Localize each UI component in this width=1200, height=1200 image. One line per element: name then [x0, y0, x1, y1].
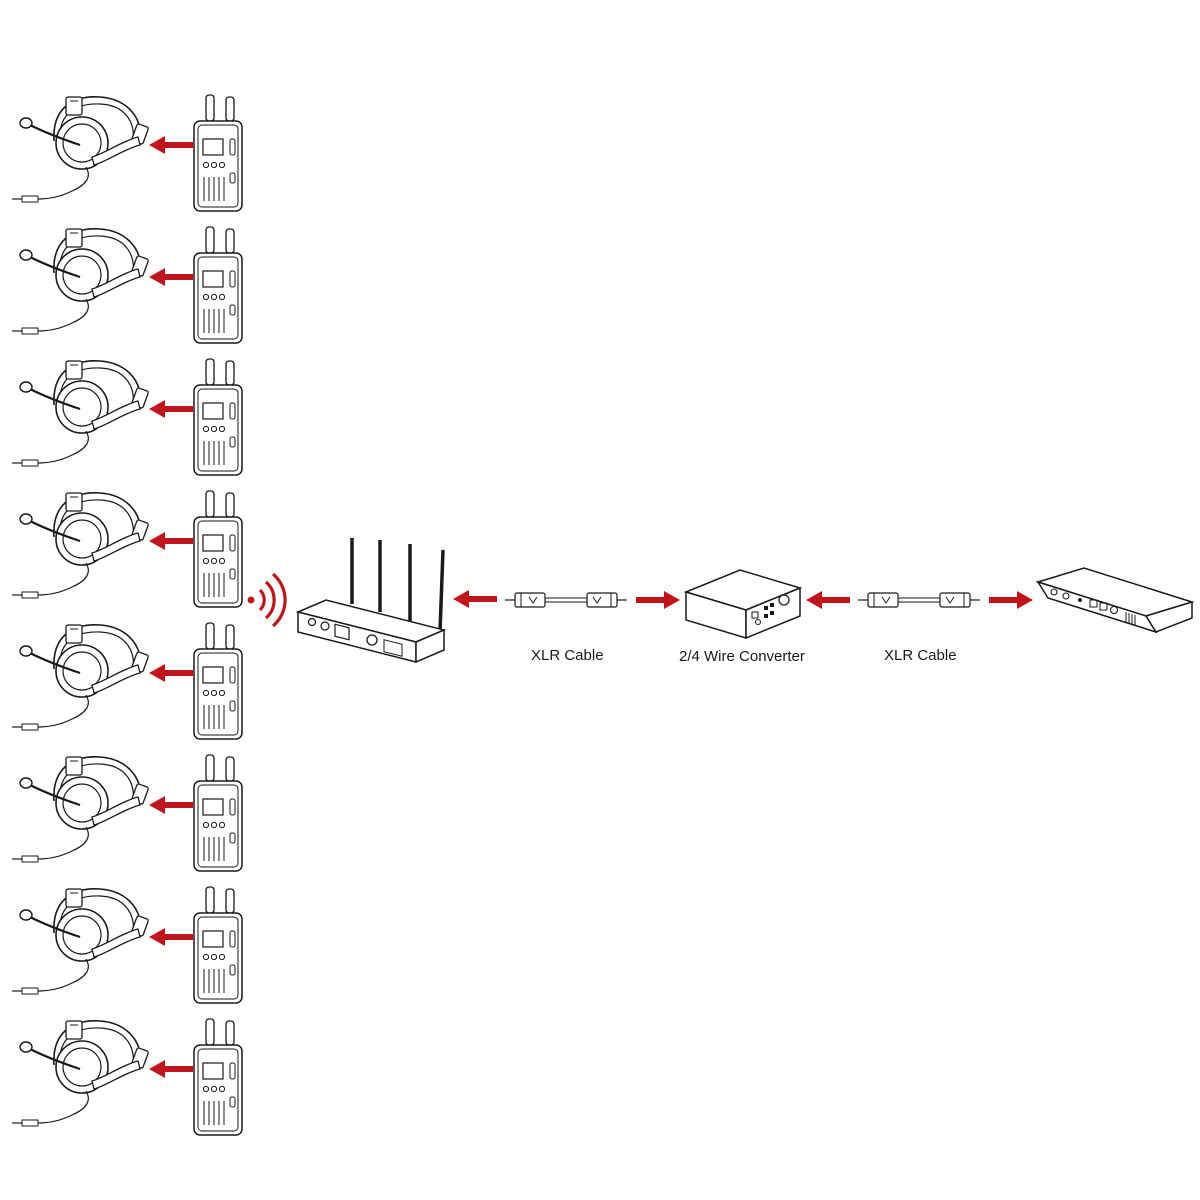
beltpack-icon — [193, 622, 243, 740]
beltpack-icon — [193, 754, 243, 872]
xlr-cable-icon — [857, 592, 981, 608]
beltpack-row — [10, 754, 243, 872]
xlr-cable-icon — [504, 592, 628, 608]
beltpack-row — [10, 1018, 243, 1136]
headset-icon — [10, 1019, 150, 1128]
beltpack-row — [10, 226, 243, 344]
beltpack-icon — [193, 1018, 243, 1136]
arrow-left-icon — [149, 664, 193, 682]
xlr-cable-label-left: XLR Cable — [531, 647, 604, 664]
headset-icon — [10, 887, 150, 996]
wireless-signal-icon — [247, 572, 287, 628]
xlr-cable-label-right: XLR Cable — [884, 647, 957, 664]
beltpack-rows — [10, 94, 243, 1136]
beltpack-icon — [193, 490, 243, 608]
arrow-left-icon — [453, 590, 497, 608]
intercom-matrix-icon — [1035, 567, 1195, 634]
arrow-left-icon — [149, 796, 193, 814]
arrow-right-icon — [989, 591, 1033, 609]
converter-box-icon — [683, 569, 803, 640]
beltpack-row — [10, 358, 243, 476]
headset-icon — [10, 359, 150, 468]
headset-icon — [10, 755, 150, 864]
beltpack-icon — [193, 358, 243, 476]
beltpack-row — [10, 490, 243, 608]
headset-icon — [10, 491, 150, 600]
beltpack-row — [10, 622, 243, 740]
base-station-icon — [295, 538, 447, 664]
arrow-left-icon — [149, 532, 193, 550]
beltpack-icon — [193, 94, 243, 212]
beltpack-icon — [193, 226, 243, 344]
arrow-left-icon — [149, 1060, 193, 1078]
arrow-left-icon — [149, 928, 193, 946]
beltpack-row — [10, 94, 243, 212]
converter-label: 2/4 Wire Converter — [679, 648, 805, 665]
arrow-left-icon — [149, 400, 193, 418]
headset-icon — [10, 95, 150, 204]
arrow-right-icon — [636, 591, 680, 609]
headset-icon — [10, 227, 150, 336]
headset-icon — [10, 623, 150, 732]
arrow-left-icon — [149, 268, 193, 286]
beltpack-row — [10, 886, 243, 1004]
arrow-left-icon — [149, 136, 193, 154]
beltpack-icon — [193, 886, 243, 1004]
arrow-left-icon — [806, 591, 850, 609]
